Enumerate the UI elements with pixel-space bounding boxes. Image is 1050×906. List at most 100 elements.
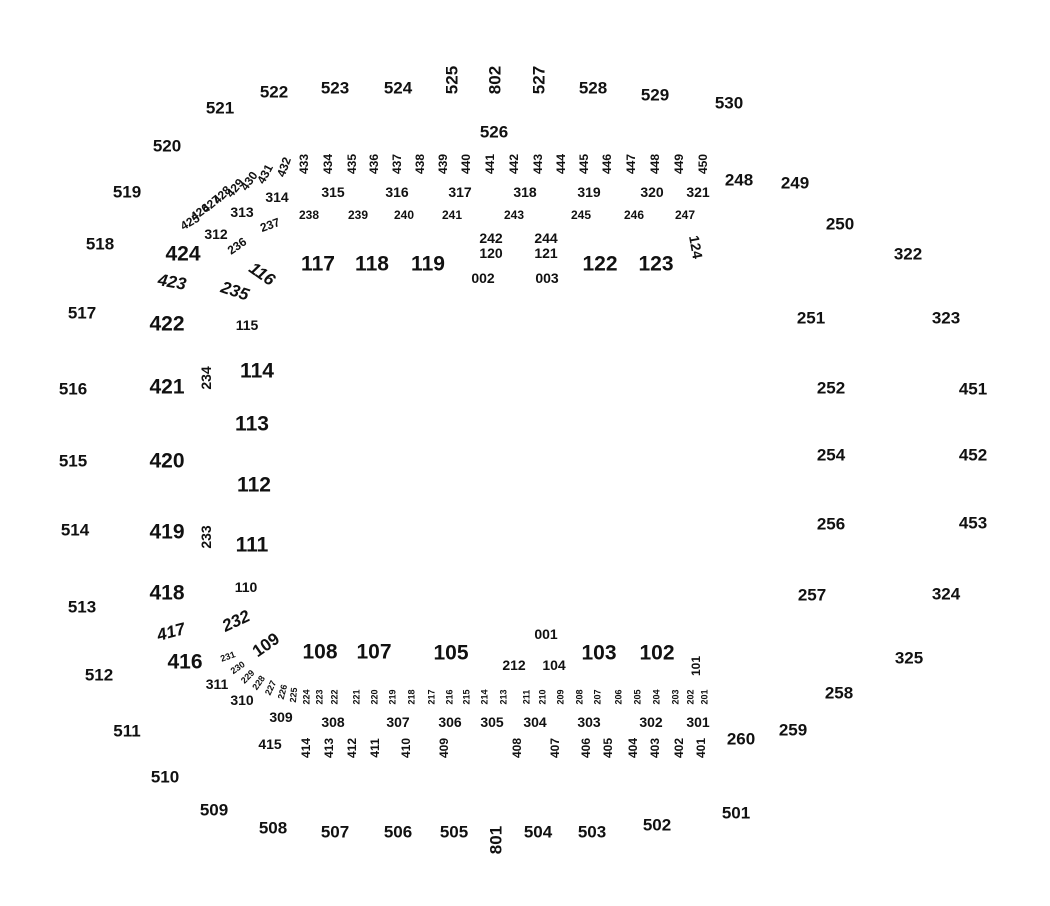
section-214-label: 214	[479, 689, 490, 705]
section-503-label: 503	[577, 822, 607, 842]
section-212-label: 212	[502, 657, 526, 673]
section-107-label: 107	[356, 640, 392, 664]
section-101-label: 101	[689, 655, 703, 677]
section-116-label: 116	[245, 258, 279, 290]
section-202-label: 202	[685, 689, 696, 705]
section-435-label: 435	[345, 153, 359, 175]
section-421-label: 421	[149, 375, 185, 399]
section-210-label: 210	[537, 689, 548, 705]
section-401-label: 401	[694, 737, 708, 759]
section-123-label: 123	[638, 252, 674, 276]
section-315-label: 315	[321, 184, 345, 200]
section-102-label: 102	[639, 641, 675, 665]
section-437-label: 437	[390, 153, 404, 175]
section-422-label: 422	[149, 312, 185, 336]
section-211-label: 211	[521, 689, 532, 705]
section-505-label: 505	[439, 822, 469, 842]
section-417-label: 417	[154, 619, 188, 645]
section-409-label: 409	[437, 737, 451, 759]
section-233-label: 233	[198, 525, 214, 549]
section-104-label: 104	[542, 657, 566, 673]
section-244-label: 244	[534, 230, 558, 246]
section-320-label: 320	[640, 184, 664, 200]
section-526-label: 526	[479, 122, 509, 142]
section-218-label: 218	[406, 689, 417, 705]
section-250-label: 250	[825, 214, 855, 234]
section-433-label: 433	[297, 153, 311, 175]
section-307-label: 307	[386, 714, 410, 730]
section-510-label: 510	[150, 767, 180, 787]
section-507-label: 507	[320, 822, 350, 842]
section-423-label: 423	[156, 270, 188, 294]
section-511-label: 511	[113, 721, 141, 741]
section-527-label: 527	[529, 65, 549, 95]
section-412-label: 412	[345, 737, 359, 759]
section-514-label: 514	[60, 520, 90, 540]
section-403-label: 403	[648, 737, 662, 759]
section-524-label: 524	[383, 78, 413, 98]
section-257-label: 257	[797, 585, 827, 605]
section-216-label: 216	[444, 689, 455, 705]
section-247-label: 247	[674, 208, 696, 222]
section-419-label: 419	[149, 520, 185, 544]
section-521-label: 521	[205, 98, 235, 118]
section-530-label: 530	[714, 93, 744, 113]
section-434-label: 434	[321, 153, 335, 175]
section-504-label: 504	[523, 822, 553, 842]
section-117-label: 117	[301, 252, 335, 276]
section-443-label: 443	[531, 153, 545, 175]
section-301-label: 301	[686, 714, 710, 730]
section-402-label: 402	[672, 737, 686, 759]
section-418-label: 418	[149, 581, 185, 605]
section-120-label: 120	[479, 245, 503, 261]
section-118-label: 118	[355, 252, 389, 276]
section-309-label: 309	[269, 709, 293, 725]
section-314-label: 314	[265, 189, 289, 205]
section-801-label: 801	[486, 825, 506, 855]
section-525-label: 525	[442, 65, 462, 95]
section-303-label: 303	[577, 714, 601, 730]
section-207-label: 207	[592, 689, 603, 705]
section-448-label: 448	[648, 153, 662, 175]
section-439-label: 439	[436, 153, 450, 175]
section-322-label: 322	[893, 244, 923, 264]
section-441-label: 441	[483, 153, 497, 175]
section-109-label: 109	[248, 629, 284, 661]
section-205-label: 205	[632, 689, 643, 705]
section-513-label: 513	[67, 597, 97, 617]
section-438-label: 438	[413, 153, 427, 175]
section-450-label: 450	[696, 153, 710, 175]
section-235-label: 235	[218, 277, 252, 305]
section-509-label: 509	[199, 800, 229, 820]
section-224-label: 224	[301, 689, 312, 705]
section-528-label: 528	[578, 78, 608, 98]
section-407-label: 407	[548, 737, 562, 759]
section-245-label: 245	[570, 208, 592, 222]
section-445-label: 445	[577, 153, 591, 175]
section-518-label: 518	[85, 234, 115, 254]
section-317-label: 317	[448, 184, 472, 200]
section-113-label: 113	[235, 412, 269, 436]
section-115-label: 115	[235, 317, 259, 333]
section-406-label: 406	[579, 737, 593, 759]
section-316-label: 316	[385, 184, 409, 200]
section-431-label: 431	[254, 161, 276, 187]
section-404-label: 404	[626, 737, 640, 759]
section-215-label: 215	[461, 689, 472, 705]
section-323-label: 323	[931, 308, 961, 328]
section-111-label: 111	[235, 533, 269, 557]
section-239-label: 239	[347, 208, 369, 222]
section-410-label: 410	[399, 737, 413, 759]
section-208-label: 208	[574, 689, 585, 705]
section-002-label: 002	[471, 270, 495, 286]
section-519-label: 519	[112, 182, 142, 202]
section-204-label: 204	[651, 689, 662, 705]
section-413-label: 413	[322, 737, 336, 759]
section-259-label: 259	[778, 720, 808, 740]
section-444-label: 444	[554, 153, 568, 175]
section-236-label: 236	[224, 234, 250, 258]
section-241-label: 241	[441, 208, 463, 222]
section-108-label: 108	[302, 640, 338, 664]
section-124-label: 124	[686, 234, 706, 260]
section-520-label: 520	[152, 136, 182, 156]
